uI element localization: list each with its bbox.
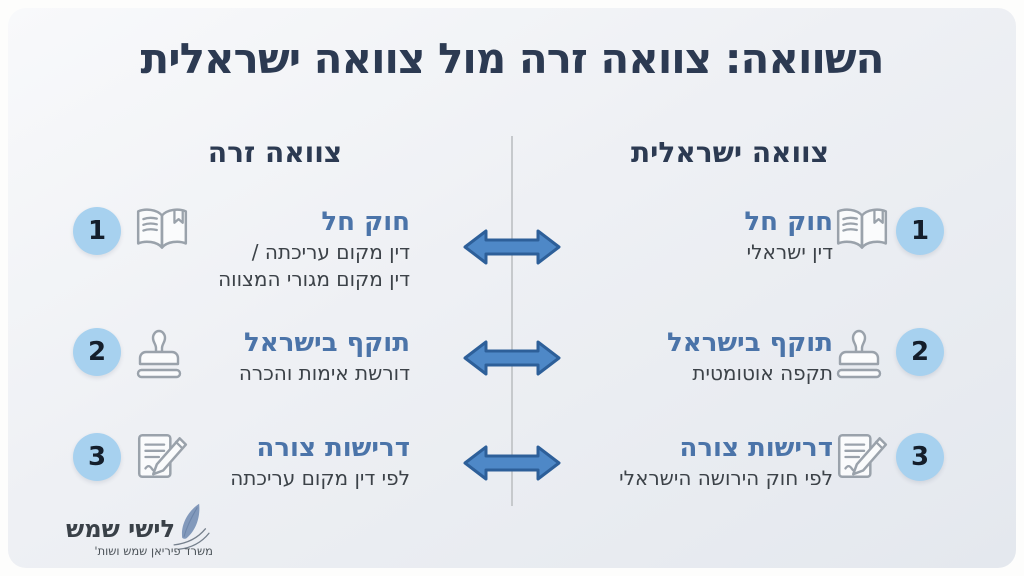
row-heading: דרישות צורה: [679, 433, 833, 463]
page-title: השוואה: צוואה זרה מול צוואה ישראלית: [140, 34, 885, 83]
column-header-foreign-will: צוואה זרה: [207, 136, 343, 169]
step-number-badge: 1: [896, 207, 944, 255]
row-description-line: תקפה אוטומטית: [692, 361, 833, 385]
row-heading: דרישות צורה: [256, 433, 410, 463]
step-number-badge: 2: [73, 328, 121, 376]
row-israeli-validity: 2 תוקף בישראל תקפה אוטומטית: [0, 324, 1024, 436]
row-heading: תוקף בישראל: [244, 328, 410, 358]
open-book-icon: [833, 205, 891, 263]
row-description-line: דין מקום מגורי המצווה: [218, 267, 410, 291]
center-divider-line: [511, 136, 513, 506]
firm-name: לישי שמש: [66, 515, 175, 543]
row-description-line: דורשת אימות והכרה: [238, 361, 410, 385]
double-arrow-icon: [462, 338, 562, 378]
row-heading: חוק חל: [321, 207, 410, 237]
step-number-badge: 3: [73, 433, 121, 481]
row-heading: חוק חל: [744, 207, 833, 237]
column-header-israeli-will: צוואה ישראלית: [631, 136, 829, 169]
step-number-badge: 3: [896, 433, 944, 481]
row-description-line: לפי דין מקום עריכתה: [230, 466, 410, 490]
row-foreign-validity: 2 תוקף בישראל דורשת אימות והכרה: [0, 324, 1024, 436]
stamp-icon: [833, 326, 891, 384]
row-description-line: דין ישראלי: [746, 240, 833, 264]
double-arrow-icon: [462, 227, 562, 267]
row-israeli-applicable-law: 1 חוק חל דין ישראלי: [0, 203, 1024, 315]
row-foreign-applicable-law: 1 חוק חל דין מקום עריכתה / דין מקום מגור…: [0, 203, 1024, 315]
firm-subtitle: משרד פיריאן שמש ושות': [94, 544, 213, 558]
feather-quill-icon: [171, 502, 213, 552]
firm-logo: לישי שמש משרד פיריאן שמש ושות': [38, 502, 213, 558]
row-heading: תוקף בישראל: [667, 328, 833, 358]
step-number-badge: 1: [73, 207, 121, 255]
row-foreign-form-requirements: 3 דרישות צורה לפי דין מקום עריכתה: [0, 429, 1024, 541]
step-number-badge: 2: [896, 328, 944, 376]
document-pencil-icon: [833, 431, 891, 489]
row-israeli-form-requirements: 3 דרישות צורה לפי חוק הירושה הישראלי: [0, 429, 1024, 541]
row-description-line: לפי חוק הירושה הישראלי: [619, 466, 833, 490]
double-arrow-icon: [462, 443, 562, 483]
row-description-line: דין מקום עריכתה /: [251, 240, 410, 264]
